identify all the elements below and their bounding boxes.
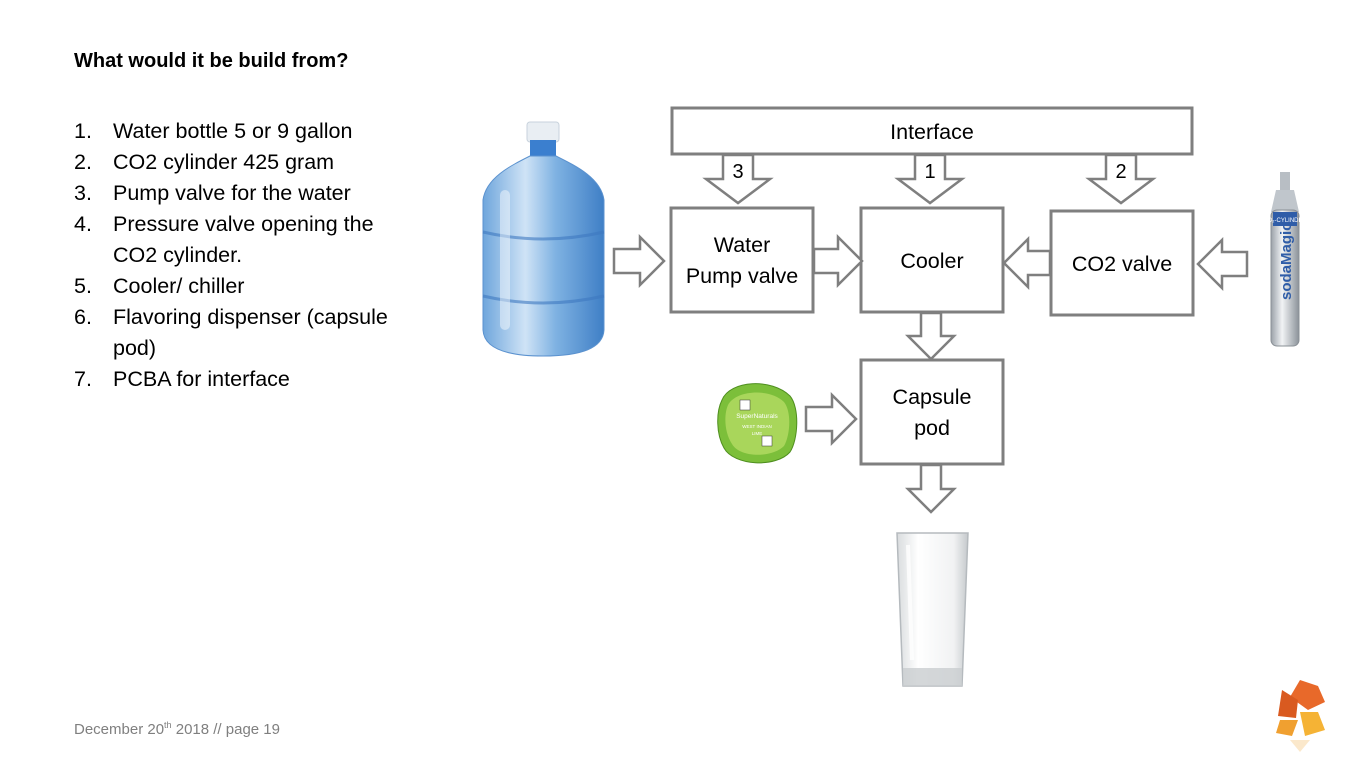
list-number: 6. (74, 305, 92, 329)
pod-flavor-2: LIME (752, 431, 763, 436)
list-text: Flavoring dispenser (capsule pod) (113, 305, 388, 360)
list-text: Pump valve for the water (113, 181, 351, 205)
list-text: PCBA for interface (113, 367, 290, 391)
footer-date: December 20 (74, 721, 165, 738)
footer-page: 2018 // page 19 (171, 721, 280, 738)
water-pump-label-line1: Water (714, 233, 771, 257)
list-number: 4. (74, 212, 92, 236)
list-text: CO2 cylinder 425 gram (113, 150, 335, 174)
arrow-pump-to-cooler (812, 233, 864, 289)
arrow-interface-to-pump (702, 153, 774, 205)
list-item: 7. PCBA for interface (74, 364, 413, 395)
footer-date-suffix: th (164, 720, 172, 730)
water-pump-label-line2: Pump valve (686, 264, 798, 288)
arrow-bottle-to-pump (612, 233, 666, 289)
list-item: 3. Pump valve for the water (74, 178, 413, 209)
arrow-co2-to-cooler (1002, 235, 1052, 291)
cooler-box (859, 206, 1005, 314)
arrow-cylinder-to-co2 (1196, 236, 1249, 292)
co2-valve-label: CO2 valve (1072, 252, 1172, 276)
list-text: Cooler/ chiller (113, 274, 245, 298)
glass-image (896, 532, 969, 687)
arrow-pod-to-capsule (804, 391, 858, 447)
list-item: 5. Cooler/ chiller (74, 271, 413, 302)
cylinder-brand: sodaMagic (1278, 222, 1295, 300)
arrow-number-3: 3 (732, 161, 743, 183)
co2-cylinder-image: CO₂-CYLINDER sodaMagic (1263, 172, 1307, 347)
arrow-interface-to-cooler (894, 153, 966, 205)
list-text: Pressure valve opening the CO2 cylinder. (113, 212, 374, 267)
footer: December 20th 2018 // page 19 (74, 720, 280, 738)
arrow-number-1: 1 (924, 161, 935, 183)
company-logo (1276, 680, 1325, 752)
capsule-label-line2: pod (914, 416, 950, 440)
slide-title: What would it be build from? (74, 50, 349, 72)
component-list: 1. Water bottle 5 or 9 gallon 2. CO2 cylin… (74, 116, 413, 395)
list-text: Water bottle 5 or 9 gallon (113, 119, 353, 143)
arrow-interface-to-co2 (1085, 153, 1157, 205)
list-item: 6. Flavoring dispenser (capsule pod) (74, 302, 413, 364)
pod-flavor-1: WEST INDIAN (742, 424, 771, 429)
water-bottle-image (482, 121, 605, 357)
capsule-pod-image: SuperNaturals WEST INDIAN LIME (717, 383, 798, 464)
list-item: 1. Water bottle 5 or 9 gallon (74, 116, 413, 147)
capsule-pod-box (859, 358, 1005, 466)
water-pump-valve-box (669, 206, 815, 314)
cooler-label: Cooler (900, 249, 963, 273)
cylinder-label: CO₂-CYLINDER (1263, 218, 1307, 224)
list-number: 1. (74, 119, 92, 143)
list-number: 5. (74, 274, 92, 298)
arrow-capsule-to-glass (904, 463, 958, 514)
list-item: 4. Pressure valve opening the CO2 cylinde… (74, 209, 413, 271)
list-item: 2. CO2 cylinder 425 gram (74, 147, 413, 178)
list-number: 2. (74, 150, 92, 174)
pod-brand: SuperNaturals (736, 413, 778, 420)
list-number: 7. (74, 367, 92, 391)
interface-label: Interface (890, 120, 974, 144)
list-number: 3. (74, 181, 92, 205)
arrow-cooler-to-capsule (904, 311, 958, 361)
arrow-number-2: 2 (1115, 161, 1126, 183)
capsule-label-line1: Capsule (893, 385, 972, 409)
